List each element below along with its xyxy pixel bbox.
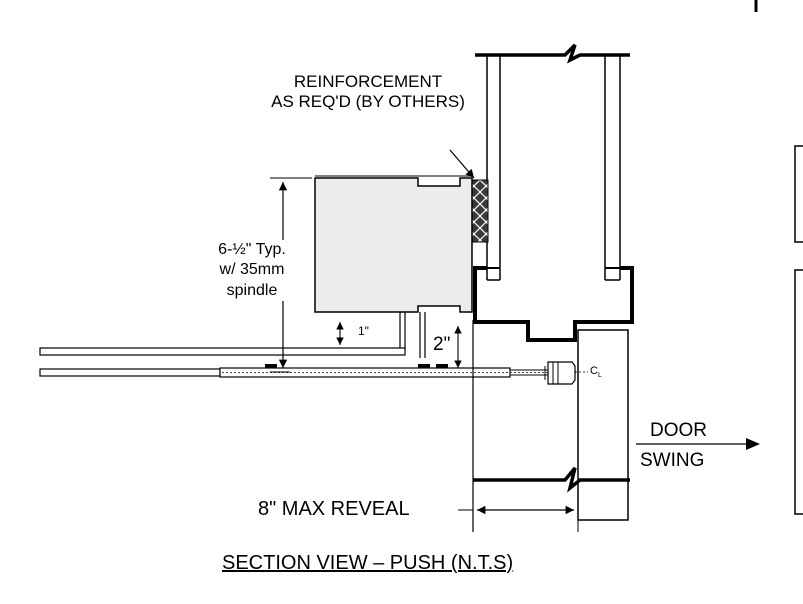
arm-assembly: [39, 347, 590, 385]
section-title: SECTION VIEW – PUSH (N.T.S): [222, 552, 514, 574]
max-reveal-label: 8" MAX REVEAL: [258, 498, 410, 520]
reinforcement-line1: REINFORCEMENT: [293, 72, 443, 91]
swing-label: SWING: [640, 450, 705, 471]
door-leaf: [577, 329, 629, 521]
right-box-bottom: [794, 269, 803, 515]
height-line1: 6-½" Typ.: [218, 241, 286, 258]
reinforcement-line2: AS REQ'D (BY OTHERS): [271, 91, 465, 111]
height-line2: w/ 35mm: [219, 261, 285, 279]
closer-body: [314, 175, 473, 358]
one-inch-label: 1": [358, 324, 369, 338]
height-label: 6-½" Typ. w/ 35mm spindle: [197, 240, 307, 302]
height-line3: spindle: [226, 281, 278, 299]
door-swing-arrowhead: [746, 438, 760, 450]
centerline-label: CL: [590, 365, 602, 380]
reinforcement-hatch: [470, 179, 489, 243]
door-frame: [473, 43, 634, 342]
right-box-top: [794, 145, 803, 243]
reinforcement-label: REINFORCEMENT AS REQ'D (BY OTHERS): [248, 72, 488, 111]
reinforcement-leader: [449, 149, 475, 179]
lower-wall: [473, 466, 630, 493]
door-label: DOOR: [650, 420, 707, 441]
two-inch-label: 2": [433, 334, 451, 355]
centerline-sub: L: [597, 372, 602, 380]
centerline-c: C: [590, 365, 598, 377]
